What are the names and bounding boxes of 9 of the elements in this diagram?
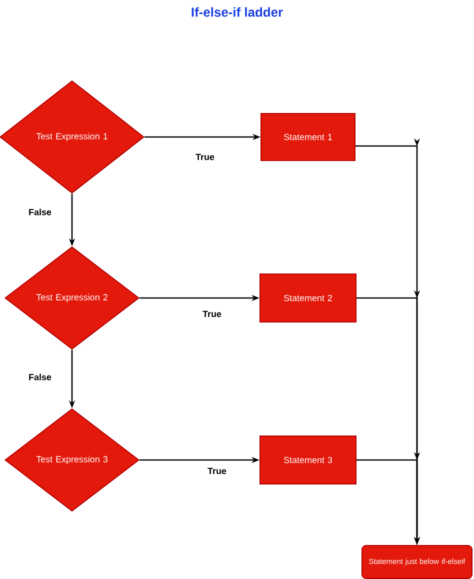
process-box: Statement 3 xyxy=(260,436,356,484)
edge-label: True xyxy=(206,466,228,476)
process-box: Statement 1 xyxy=(260,113,356,161)
process-box: Statement 2 xyxy=(260,274,356,322)
edge-label: False xyxy=(28,372,52,382)
edge-label: True xyxy=(202,310,222,318)
title: If-else-if ladder xyxy=(192,7,283,17)
edge-label: False xyxy=(28,208,52,216)
edge-label: True xyxy=(194,152,216,162)
